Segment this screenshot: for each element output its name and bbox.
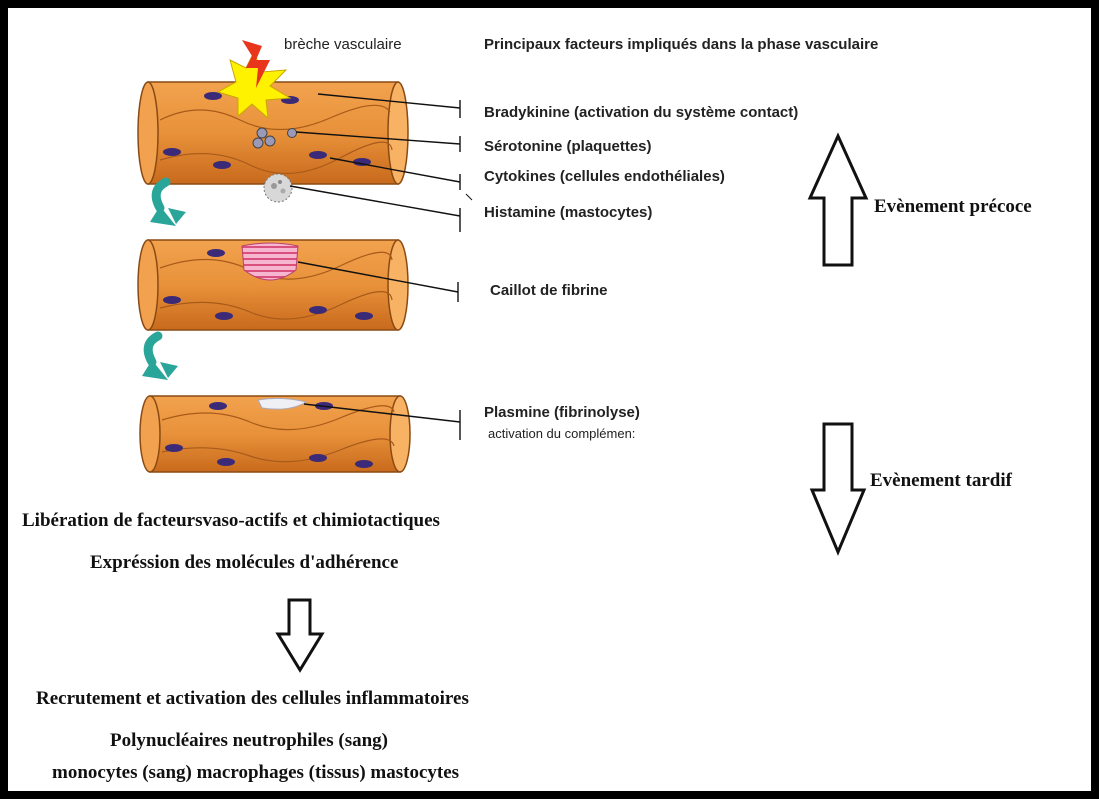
nucleus <box>217 458 235 466</box>
bottom-line-1: Libération de facteursvaso-actifs et chi… <box>22 510 440 532</box>
factor-cytokines: Cytokines (cellules endothéliales) <box>484 168 725 185</box>
factor-serotonin: Sérotonine (plaquettes) <box>484 138 652 155</box>
bottom-line-5: monocytes (sang) macrophages (tissus) ma… <box>52 762 459 784</box>
early-event-label: Evènement précoce <box>874 196 1032 218</box>
nucleus <box>163 148 181 156</box>
up-arrow-icon <box>810 136 866 265</box>
factor-complement: activation du complémen: <box>488 426 635 441</box>
bottom-line-3: Recrutement et activation des cellules i… <box>36 688 469 710</box>
curved-arrow-icon <box>142 336 178 380</box>
nucleus <box>309 454 327 462</box>
bottom-line-4: Polynucléaires neutrophiles (sang) <box>110 730 388 752</box>
fibrin-clot <box>242 243 298 280</box>
nucleus <box>355 312 373 320</box>
down-arrow-icon <box>278 600 322 670</box>
blood-vessel-middle <box>138 240 408 330</box>
down-arrow-icon <box>812 424 864 552</box>
nucleus <box>355 460 373 468</box>
nucleus <box>309 151 327 159</box>
nucleus <box>163 296 181 304</box>
diagram-title: Principaux facteurs impliqués dans la ph… <box>484 36 878 53</box>
nucleus <box>209 402 227 410</box>
tick-mark <box>466 194 472 200</box>
nucleus <box>215 312 233 320</box>
late-event-label: Evènement tardif <box>870 470 1012 492</box>
blood-vessel-bottom <box>140 396 410 472</box>
factor-histamine: Histamine (mastocytes) <box>484 204 652 221</box>
nucleus <box>204 92 222 100</box>
nucleus <box>213 161 231 169</box>
curved-arrow-icon <box>150 182 186 226</box>
factor-plasmin: Plasmine (fibrinolyse) <box>484 404 640 421</box>
factor-bradykinin: Bradykinine (activation du système conta… <box>484 104 798 121</box>
nucleus <box>165 444 183 452</box>
factor-fibrin-clot: Caillot de fibrine <box>490 282 608 299</box>
nucleus <box>309 306 327 314</box>
breach-label: brèche vasculaire <box>284 36 402 53</box>
bottom-line-2: Expréssion des molécules d'adhérence <box>90 552 398 574</box>
nucleus <box>207 249 225 257</box>
mast-cell-icon <box>264 174 292 202</box>
